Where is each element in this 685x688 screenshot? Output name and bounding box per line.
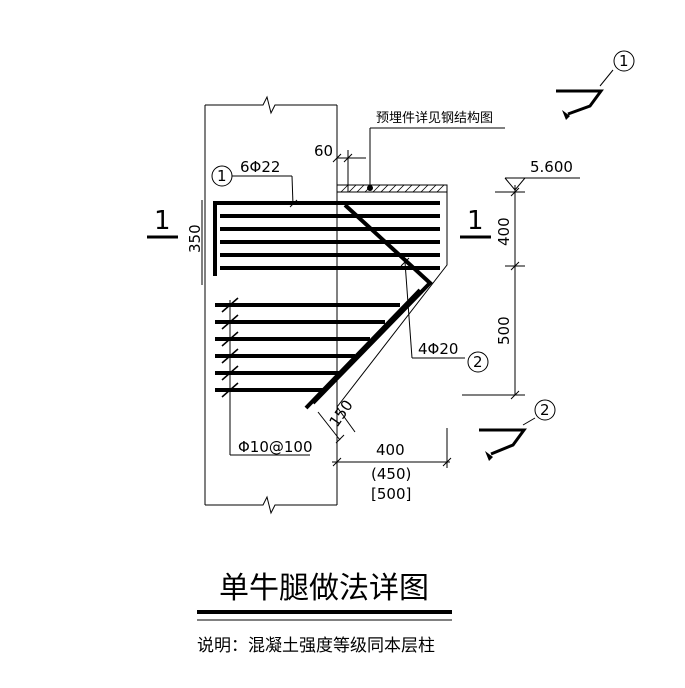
dim-60-lines: [332, 150, 366, 192]
section-mark-right: 1: [467, 206, 484, 236]
dim-500-vertical-label: 500: [495, 316, 513, 345]
embedded-plate: [336, 184, 448, 193]
dim-350-label: 350: [186, 224, 204, 253]
section-symbol-2: [479, 399, 556, 461]
elevation-marker: [504, 177, 580, 191]
top-rebar: [213, 201, 440, 276]
leader-embedded: [367, 127, 505, 191]
dim-450-width-label: (450): [371, 465, 411, 483]
stirrups-label: Φ10@100: [238, 438, 313, 456]
corbel-outline: [336, 185, 448, 408]
dim-500-width-label: [500]: [371, 485, 411, 503]
dim-bottom-width: [332, 410, 452, 470]
leader-top-bars: [232, 175, 298, 208]
section-symbol-1: [556, 50, 635, 120]
section-symbol-2-number: 2: [540, 401, 550, 419]
dim-400-vertical-label: 400: [495, 217, 513, 246]
top-bars-label: 6Φ22: [240, 158, 280, 176]
section-symbol-1-number: 1: [619, 52, 629, 70]
leader-diagonal-bars: [400, 257, 465, 359]
diagonal-bars-label: 4Φ20: [418, 340, 458, 358]
elevation-label: 5.600: [530, 158, 573, 176]
dim-right-vertical: [462, 185, 525, 400]
dim-400-width-label: 400: [376, 441, 405, 459]
callout-circle-1: [211, 165, 233, 187]
stirrup-bars: [215, 297, 400, 456]
drawing-note: 说明：混凝土强度等级同本层柱: [197, 636, 435, 656]
section-mark-left: 1: [154, 206, 171, 236]
dim-150-lines: [317, 406, 356, 444]
dim-60-label: 60: [314, 142, 333, 160]
callout-2-number: 2: [473, 353, 483, 371]
callout-circle-2: [467, 351, 489, 373]
embedded-part-note: 预埋件详见钢结构图: [376, 111, 493, 126]
dim-150-label: 150: [326, 397, 357, 431]
drawing-title: 单牛腿做法详图: [219, 571, 429, 606]
callout-1-number: 1: [217, 167, 227, 185]
